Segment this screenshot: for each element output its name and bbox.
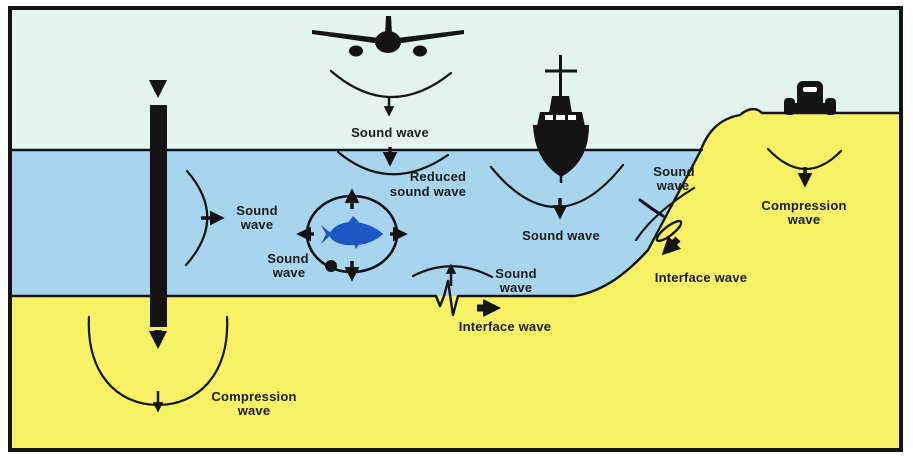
pile-compression-wave-label-line2: wave	[237, 403, 271, 418]
slope-wavefront-cross-tick	[638, 198, 665, 218]
airplane-fuselage	[375, 31, 401, 53]
land-compression-wave-label-line1: Compression	[761, 198, 846, 213]
slope-sound-wave-label-line1: Sound	[653, 164, 694, 179]
fish-body	[329, 221, 383, 246]
fish-sound-wave-label-line2: wave	[272, 265, 306, 280]
fish-dorsal-fin	[348, 216, 359, 223]
airplane-tailfin	[385, 16, 392, 35]
seafloor-sound-wave-label-line1: Sound	[495, 266, 536, 281]
slope-sound-wave-label-line2: wave	[656, 178, 690, 193]
slope-downslope-arrow	[661, 235, 682, 256]
airplane-sound-wave-label: Sound wave	[351, 125, 429, 140]
ship-sound-wave-label: Sound wave	[522, 228, 600, 243]
airplane-icon	[312, 16, 464, 57]
truck-cab	[797, 81, 823, 113]
diagram-border	[8, 6, 903, 452]
airplane-engine-right	[413, 45, 427, 57]
airplane-engine-left	[349, 45, 363, 57]
reduced-wavefront-arc	[336, 150, 450, 176]
ship-window-2	[556, 115, 565, 120]
reduced-sound-wave-label-line2: sound wave	[390, 184, 466, 199]
airplane-wavefront-arc	[329, 69, 453, 99]
ship-window-3	[568, 115, 576, 120]
seabed-boundary-line	[8, 107, 903, 317]
land-compression-wave-label-line2: wave	[787, 212, 821, 227]
fish-source-dot	[325, 260, 337, 272]
fish-source-group	[296, 188, 408, 282]
pile-sound-wave-label-line1: Sound	[236, 203, 277, 218]
ship-funnel	[549, 96, 572, 113]
pile-compression-wave-label-line1: Compression	[211, 389, 296, 404]
fish-tail	[321, 225, 332, 244]
reduced-sound-wave-label-line1: Reduced	[410, 169, 466, 184]
slope-interface-wave-label: Interface wave	[655, 270, 747, 285]
ship-window-1	[545, 115, 553, 120]
fish-sound-wave-label-line1: Sound	[267, 251, 308, 266]
seafloor-sound-wave-label-line2: wave	[499, 280, 533, 295]
fish-icon	[321, 216, 383, 249]
truck-icon	[784, 81, 836, 115]
ship-icon	[533, 55, 589, 183]
pile-icon	[150, 105, 167, 327]
slope-interface-break	[655, 219, 683, 243]
ship-hull	[533, 125, 589, 177]
seafloor-interface-wave-label: Interface wave	[459, 319, 551, 334]
pile-sound-wave-label-line2: wave	[240, 217, 274, 232]
truck-windshield	[803, 87, 817, 92]
